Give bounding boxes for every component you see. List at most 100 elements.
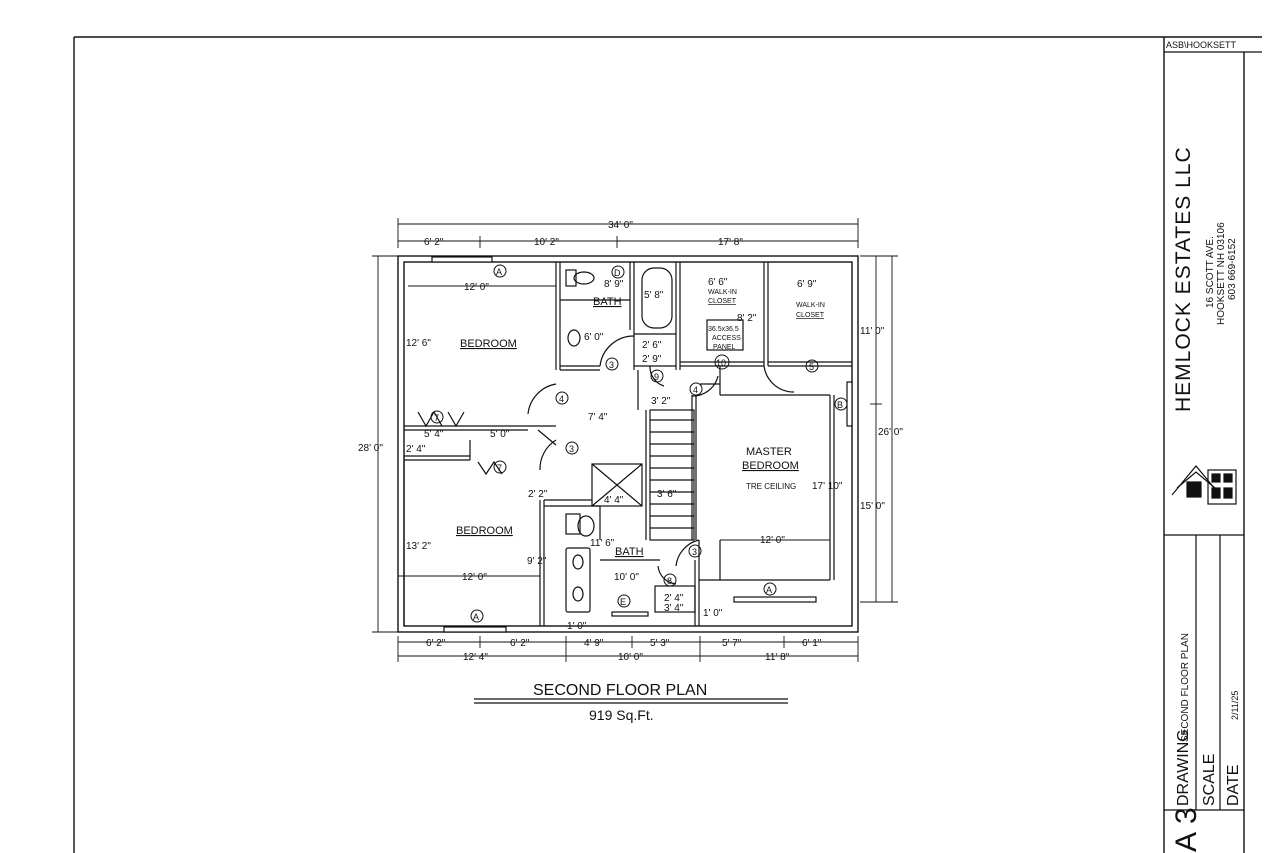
tag-d: D xyxy=(614,268,621,278)
dim-linen-b: 2' 9" xyxy=(642,354,662,365)
exterior-walls xyxy=(397,255,859,633)
tag-3c: 3 xyxy=(692,547,697,557)
dim-bottom-4: 5' 3" xyxy=(650,638,670,649)
dim-closet2-width: 6' 9" xyxy=(797,279,817,290)
dim-linen2-a: 2' 4" xyxy=(664,593,684,604)
company-name: HEMLOCK ESTATES LLC xyxy=(1172,146,1195,412)
dim-master-width: 12' 0" xyxy=(760,535,785,546)
access-panel-size: 36.5x36.5 xyxy=(708,326,739,333)
dim-bath2-side: 9' 2" xyxy=(527,556,547,567)
dim-bottom-a: 12' 4" xyxy=(463,652,488,663)
dim-closet1-width: 6' 6" xyxy=(708,277,728,288)
drawing-value: SECOND FLOOR PLAN xyxy=(1180,633,1191,742)
company-address-line2: HOOKSETT NH 03106 xyxy=(1216,222,1227,325)
windows xyxy=(431,256,853,633)
room-label-master-bedroom: BEDROOM xyxy=(742,460,799,472)
dim-bed1-width: 12' 0" xyxy=(464,282,489,293)
tag-a-2: A xyxy=(473,612,479,622)
room-label-walkin-1b: CLOSET xyxy=(708,298,737,305)
dim-jog-a: 1' 0" xyxy=(567,621,587,632)
dim-hall-width: 7' 4" xyxy=(588,412,608,423)
dim-bottom-b: 10' 0" xyxy=(618,652,643,663)
tag-b: B xyxy=(837,400,843,410)
dim-bath-width: 8' 9" xyxy=(604,279,624,290)
dim-bath2-height: 11' 6" xyxy=(590,538,615,549)
tag-9: 9 xyxy=(654,372,659,382)
tag-5: 5 xyxy=(809,362,814,372)
dim-linen2-b: 3' 4" xyxy=(664,603,684,614)
dim-bottom-2: 6' 2" xyxy=(510,638,530,649)
title-block xyxy=(1164,51,1262,811)
interior-walls xyxy=(403,262,852,626)
tag-3b: 3 xyxy=(569,444,574,454)
room-label-walkin-2b: CLOSET xyxy=(796,312,825,319)
access-panel-label: ACCESS xyxy=(712,335,741,342)
tag-10: 10 xyxy=(716,358,726,368)
room-label-bedroom-top: BEDROOM xyxy=(460,338,517,350)
dimension-lines xyxy=(372,218,898,662)
date-label: DATE xyxy=(1225,765,1242,806)
dim-closet-b: 5' 0" xyxy=(490,429,510,440)
dim-bottom-3: 4' 9" xyxy=(584,638,604,649)
company-phone: 603 669-6152 xyxy=(1227,238,1238,300)
room-label-master: MASTER xyxy=(746,446,792,458)
date-value: 2/11/25 xyxy=(1230,691,1240,720)
dim-left-height: 28' 0" xyxy=(358,443,383,454)
dim-right-height: 26' 0" xyxy=(878,427,903,438)
room-label-walkin-2a: WALK-IN xyxy=(796,302,825,309)
dim-bed2-width: 12' 0" xyxy=(462,572,487,583)
company-logo xyxy=(1171,465,1237,505)
dimension-labels: 34' 0" 6' 2" 10' 2" 17' 8" 28' 0" 26' 0"… xyxy=(358,220,903,663)
room-label-tre-ceiling: TRE CEILING xyxy=(746,482,796,491)
drawing-label: DRAWING xyxy=(1175,729,1192,806)
dim-bath-height: 5' 8" xyxy=(644,290,664,301)
dim-bottom-c: 11' 8" xyxy=(765,652,790,663)
room-label-walkin-1a: WALK-IN xyxy=(708,289,737,296)
dim-overall-width: 34' 0" xyxy=(608,220,633,231)
scale-label: SCALE xyxy=(1201,754,1218,806)
tag-7a: 7 xyxy=(434,413,439,423)
dim-stair-width: 3' 6" xyxy=(657,489,677,500)
dim-master-height: 17' 10" xyxy=(812,481,843,492)
dim-bottom-6: 6' 1" xyxy=(802,638,822,649)
dim-right-upper: 11' 0" xyxy=(860,326,885,337)
dim-closet1-height: 8' 2" xyxy=(737,313,757,324)
tag-e: E xyxy=(620,597,626,607)
dim-top-a: 6' 2" xyxy=(424,237,444,248)
tag-8: 8 xyxy=(667,576,672,586)
sheet-id-tag: ASB\HOOKSETT xyxy=(1166,40,1237,50)
company-address-line1: 16 SCOTT AVE. xyxy=(1205,236,1216,308)
tag-7b: 7 xyxy=(497,463,502,473)
dim-bed1-height: 12' 6" xyxy=(406,338,431,349)
plan-title: SECOND FLOOR PLAN xyxy=(533,682,707,699)
sheet-number: A3 xyxy=(1170,799,1203,852)
window-door-tags xyxy=(430,264,848,623)
dim-jog-b: 1' 0" xyxy=(703,608,723,619)
dim-bath2-width: 10' 0" xyxy=(614,572,639,583)
dim-right-lower: 15' 0" xyxy=(860,501,885,512)
dim-bath-vanity: 6' 0" xyxy=(584,332,604,343)
dim-linen-a: 2' 6" xyxy=(642,340,662,351)
tag-a-3: A xyxy=(766,585,772,595)
tag-labels: A A A B D E 3 3 3 4 4 5 7 7 8 9 10 xyxy=(434,267,843,622)
dim-hall-c: 2' 2" xyxy=(528,489,548,500)
dim-bed2-height: 13' 2" xyxy=(406,541,431,552)
sheet-border xyxy=(73,36,1262,853)
tag-a-1: A xyxy=(496,267,502,277)
dim-bottom-5: 5' 7" xyxy=(722,638,742,649)
access-panel-label2: PANEL xyxy=(713,344,736,351)
room-label-bath-bottom: BATH xyxy=(615,546,644,558)
plan-area: 919 Sq.Ft. xyxy=(589,707,654,723)
dim-top-b: 10' 2" xyxy=(534,237,559,248)
dim-hall-b: 3' 2" xyxy=(651,396,671,407)
tag-4b: 4 xyxy=(693,385,698,395)
room-label-bath-top: BATH xyxy=(593,296,622,308)
dim-hall-d: 4' 4" xyxy=(604,495,624,506)
dim-top-c: 17' 8" xyxy=(718,237,743,248)
tag-4a: 4 xyxy=(559,394,564,404)
dim-bottom-1: 6' 2" xyxy=(426,638,446,649)
dim-closet-a: 5' 4" xyxy=(424,429,444,440)
dim-closet-c: 2' 4" xyxy=(406,444,426,455)
tag-3a: 3 xyxy=(609,360,614,370)
